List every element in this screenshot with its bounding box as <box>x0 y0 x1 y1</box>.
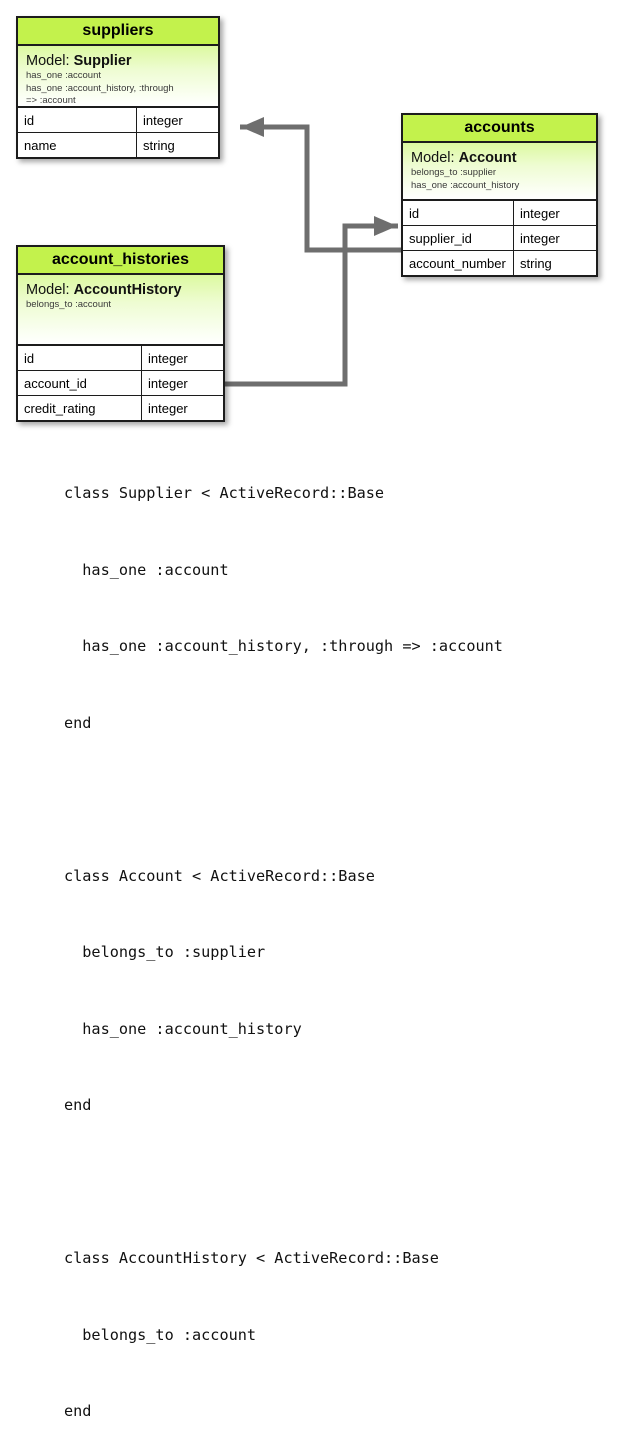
erd-association-line: has_one :account <box>26 70 102 81</box>
code-line: has_one :account_history <box>64 1019 302 1038</box>
erd-association-line: => :account <box>26 95 76 106</box>
erd-model-label: Model: <box>26 53 70 69</box>
code-line: class Supplier < ActiveRecord::Base <box>64 484 385 502</box>
erd-column-row[interactable]: id integer <box>18 108 218 132</box>
erd-table-title-accounts: accounts <box>403 115 596 143</box>
erd-column-row[interactable]: supplier_id integer <box>403 225 596 250</box>
erd-column-name: account_id <box>24 375 87 391</box>
erd-association-line: has_one :account_history, :through <box>26 82 174 94</box>
arrowhead-left-icon <box>241 117 264 137</box>
erd-table-title-suppliers: suppliers <box>18 18 218 46</box>
code-line: class AccountHistory < ActiveRecord::Bas… <box>64 1249 439 1267</box>
erd-model-name-suppliers: Model: Supplier <box>26 53 210 70</box>
code-line: end <box>64 713 92 732</box>
erd-model-name-account-histories: Model: AccountHistory <box>26 282 215 299</box>
code-line: belongs_to :account <box>64 1325 257 1344</box>
erd-association-line: has_one :account_history <box>411 179 520 191</box>
erd-column-type: integer <box>141 371 223 395</box>
code-line-blank <box>64 787 624 813</box>
erd-model-name-accounts: Model: Account <box>411 150 588 167</box>
erd-model-label: Model: <box>411 150 455 166</box>
relationship-connectors <box>225 117 401 387</box>
erd-column-type: integer <box>141 346 223 370</box>
erd-column-row[interactable]: name string <box>18 132 218 157</box>
erd-column-row[interactable]: id integer <box>18 346 223 370</box>
erd-column-name: supplier_id <box>409 230 472 246</box>
erd-column-type: string <box>136 133 218 157</box>
erd-column-row[interactable]: account_number string <box>403 250 596 275</box>
erd-column-list: id integer name string <box>18 108 218 157</box>
erd-model-class: Account <box>458 150 517 166</box>
erd-column-row[interactable]: account_id integer <box>18 370 223 395</box>
code-line-blank <box>64 1170 624 1196</box>
erd-column-name: name <box>24 137 57 153</box>
erd-model-box-account-histories: Model: AccountHistory belongs_to :accoun… <box>18 275 223 346</box>
erd-association-line: belongs_to :account <box>26 299 112 310</box>
erd-column-name: id <box>24 112 35 128</box>
code-line: belongs_to :supplier <box>64 943 266 961</box>
erd-column-type: integer <box>513 226 596 250</box>
code-line: has_one :account <box>64 560 229 579</box>
erd-column-list: id integer supplier_id integer account_n… <box>403 201 596 275</box>
erd-table-title-account-histories: account_histories <box>18 247 223 275</box>
code-line: end <box>64 1402 92 1420</box>
ruby-code-listing: class Supplier < ActiveRecord::Base has_… <box>64 430 624 1450</box>
erd-column-row[interactable]: id integer <box>403 201 596 225</box>
erd-column-name: id <box>24 350 35 366</box>
erd-column-name: id <box>409 205 420 221</box>
code-line: end <box>64 1096 92 1114</box>
code-line: class Account < ActiveRecord::Base <box>64 866 375 885</box>
erd-model-class: AccountHistory <box>73 282 182 298</box>
erd-column-name: credit_rating <box>24 400 96 416</box>
erd-column-list: id integer account_id integer credit_rat… <box>18 346 223 420</box>
erd-association-line: belongs_to :supplier <box>411 167 497 178</box>
erd-column-name: account_number <box>409 255 506 271</box>
erd-column-type: string <box>513 251 596 275</box>
erd-table-accounts[interactable]: accounts Model: Account belongs_to :supp… <box>401 113 598 277</box>
erd-column-row[interactable]: credit_rating integer <box>18 395 223 420</box>
erd-model-class: Supplier <box>73 53 132 69</box>
connector-account_histories-account_id-to-accounts-id <box>225 216 398 387</box>
er-diagram: suppliers Model: Supplier has_one :accou… <box>0 0 633 425</box>
erd-column-type: integer <box>513 201 596 225</box>
erd-model-box-accounts: Model: Account belongs_to :supplier has_… <box>403 143 596 201</box>
erd-model-box-suppliers: Model: Supplier has_one :account has_one… <box>18 46 218 108</box>
connector-accounts-supplier_id-to-suppliers-id <box>240 117 401 253</box>
erd-column-type: integer <box>141 396 223 420</box>
erd-column-type: integer <box>136 108 218 132</box>
erd-table-account-histories[interactable]: account_histories Model: AccountHistory … <box>16 245 225 422</box>
arrowhead-right-icon <box>374 216 397 236</box>
code-line: has_one :account_history, :through => :a… <box>64 637 503 655</box>
erd-table-suppliers[interactable]: suppliers Model: Supplier has_one :accou… <box>16 16 220 159</box>
erd-model-label: Model: <box>26 282 70 298</box>
